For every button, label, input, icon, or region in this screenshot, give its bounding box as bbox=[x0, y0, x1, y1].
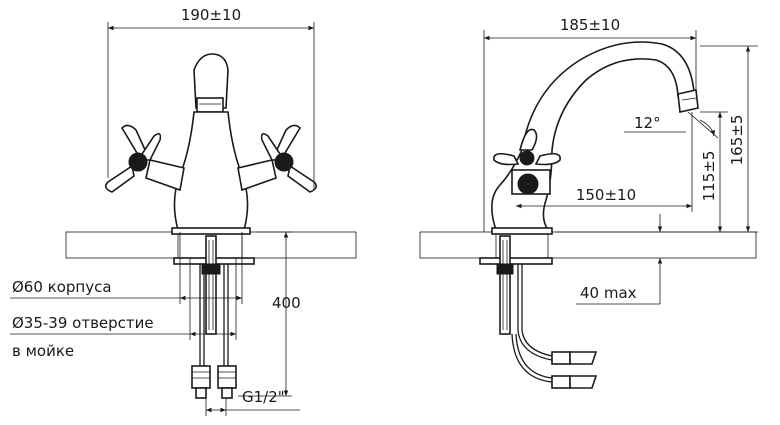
dimension-spout-reach: 150±10 bbox=[516, 112, 693, 212]
dimension-thread: G1/2" bbox=[205, 388, 300, 416]
hole-diameter-label-line1: Ø35-39 отверстие bbox=[12, 314, 154, 332]
front-view: 190±10 Ø60 корпуса Ø35-39 отверстие в мо… bbox=[10, 6, 357, 416]
faucet-body-front bbox=[104, 53, 318, 235]
side-handle bbox=[493, 128, 561, 166]
dimension-heights: 115±5 165±5 bbox=[556, 45, 758, 233]
under-counter-front bbox=[173, 235, 255, 399]
hose-length-label: 400 bbox=[272, 294, 301, 312]
thread-label: G1/2" bbox=[242, 388, 285, 406]
dimension-side-width: 185±10 bbox=[483, 16, 697, 232]
dimension-mount-thickness: 40 max bbox=[576, 214, 663, 305]
dimension-hose-length: 400 bbox=[238, 231, 301, 397]
hole-diameter-label-line2: в мойке bbox=[12, 342, 74, 360]
front-width-label: 190±10 bbox=[181, 6, 241, 24]
right-handle bbox=[260, 124, 318, 193]
dimension-front-width: 190±10 bbox=[107, 6, 315, 190]
under-counter-side bbox=[479, 235, 598, 389]
mount-thickness-label: 40 max bbox=[580, 284, 637, 302]
left-handle bbox=[104, 124, 162, 193]
body-diameter-label: Ø60 корпуса bbox=[12, 278, 112, 296]
faucet-body-side bbox=[491, 41, 699, 235]
spout-angle-label: 12° bbox=[634, 114, 661, 132]
side-view: 185±10 150±10 12° 115±5 165±5 bbox=[419, 16, 758, 389]
spout-reach-label: 150±10 bbox=[576, 186, 636, 204]
side-width-label: 185±10 bbox=[560, 16, 620, 34]
dimension-hole-diameter: Ø35-39 отверстие в мойке bbox=[10, 258, 237, 360]
height-total-label: 165±5 bbox=[728, 115, 746, 166]
dimension-body-diameter: Ø60 корпуса bbox=[10, 232, 243, 304]
height-outlet-label: 115±5 bbox=[700, 151, 718, 202]
countertop-side bbox=[419, 231, 757, 259]
dimension-spout-angle: 12° bbox=[624, 111, 719, 139]
